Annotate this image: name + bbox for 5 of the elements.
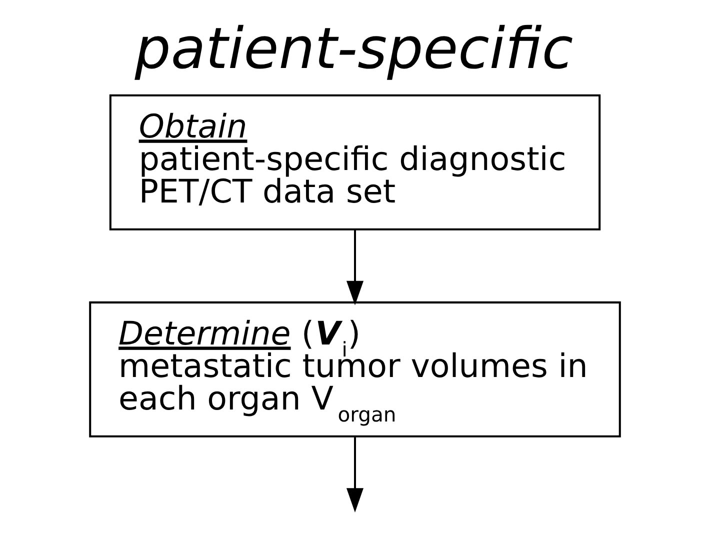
arrow [346,230,364,306]
arrow [346,437,364,512]
node-box: Determine (V$_{i}$) metastatic tumor volumes in each organ V$_{organ}$ [89,301,621,438]
node-box: Obtain patient-specific diagnostic PET/CT data set [109,94,601,230]
diagram-title: patient-specific [134,16,574,82]
